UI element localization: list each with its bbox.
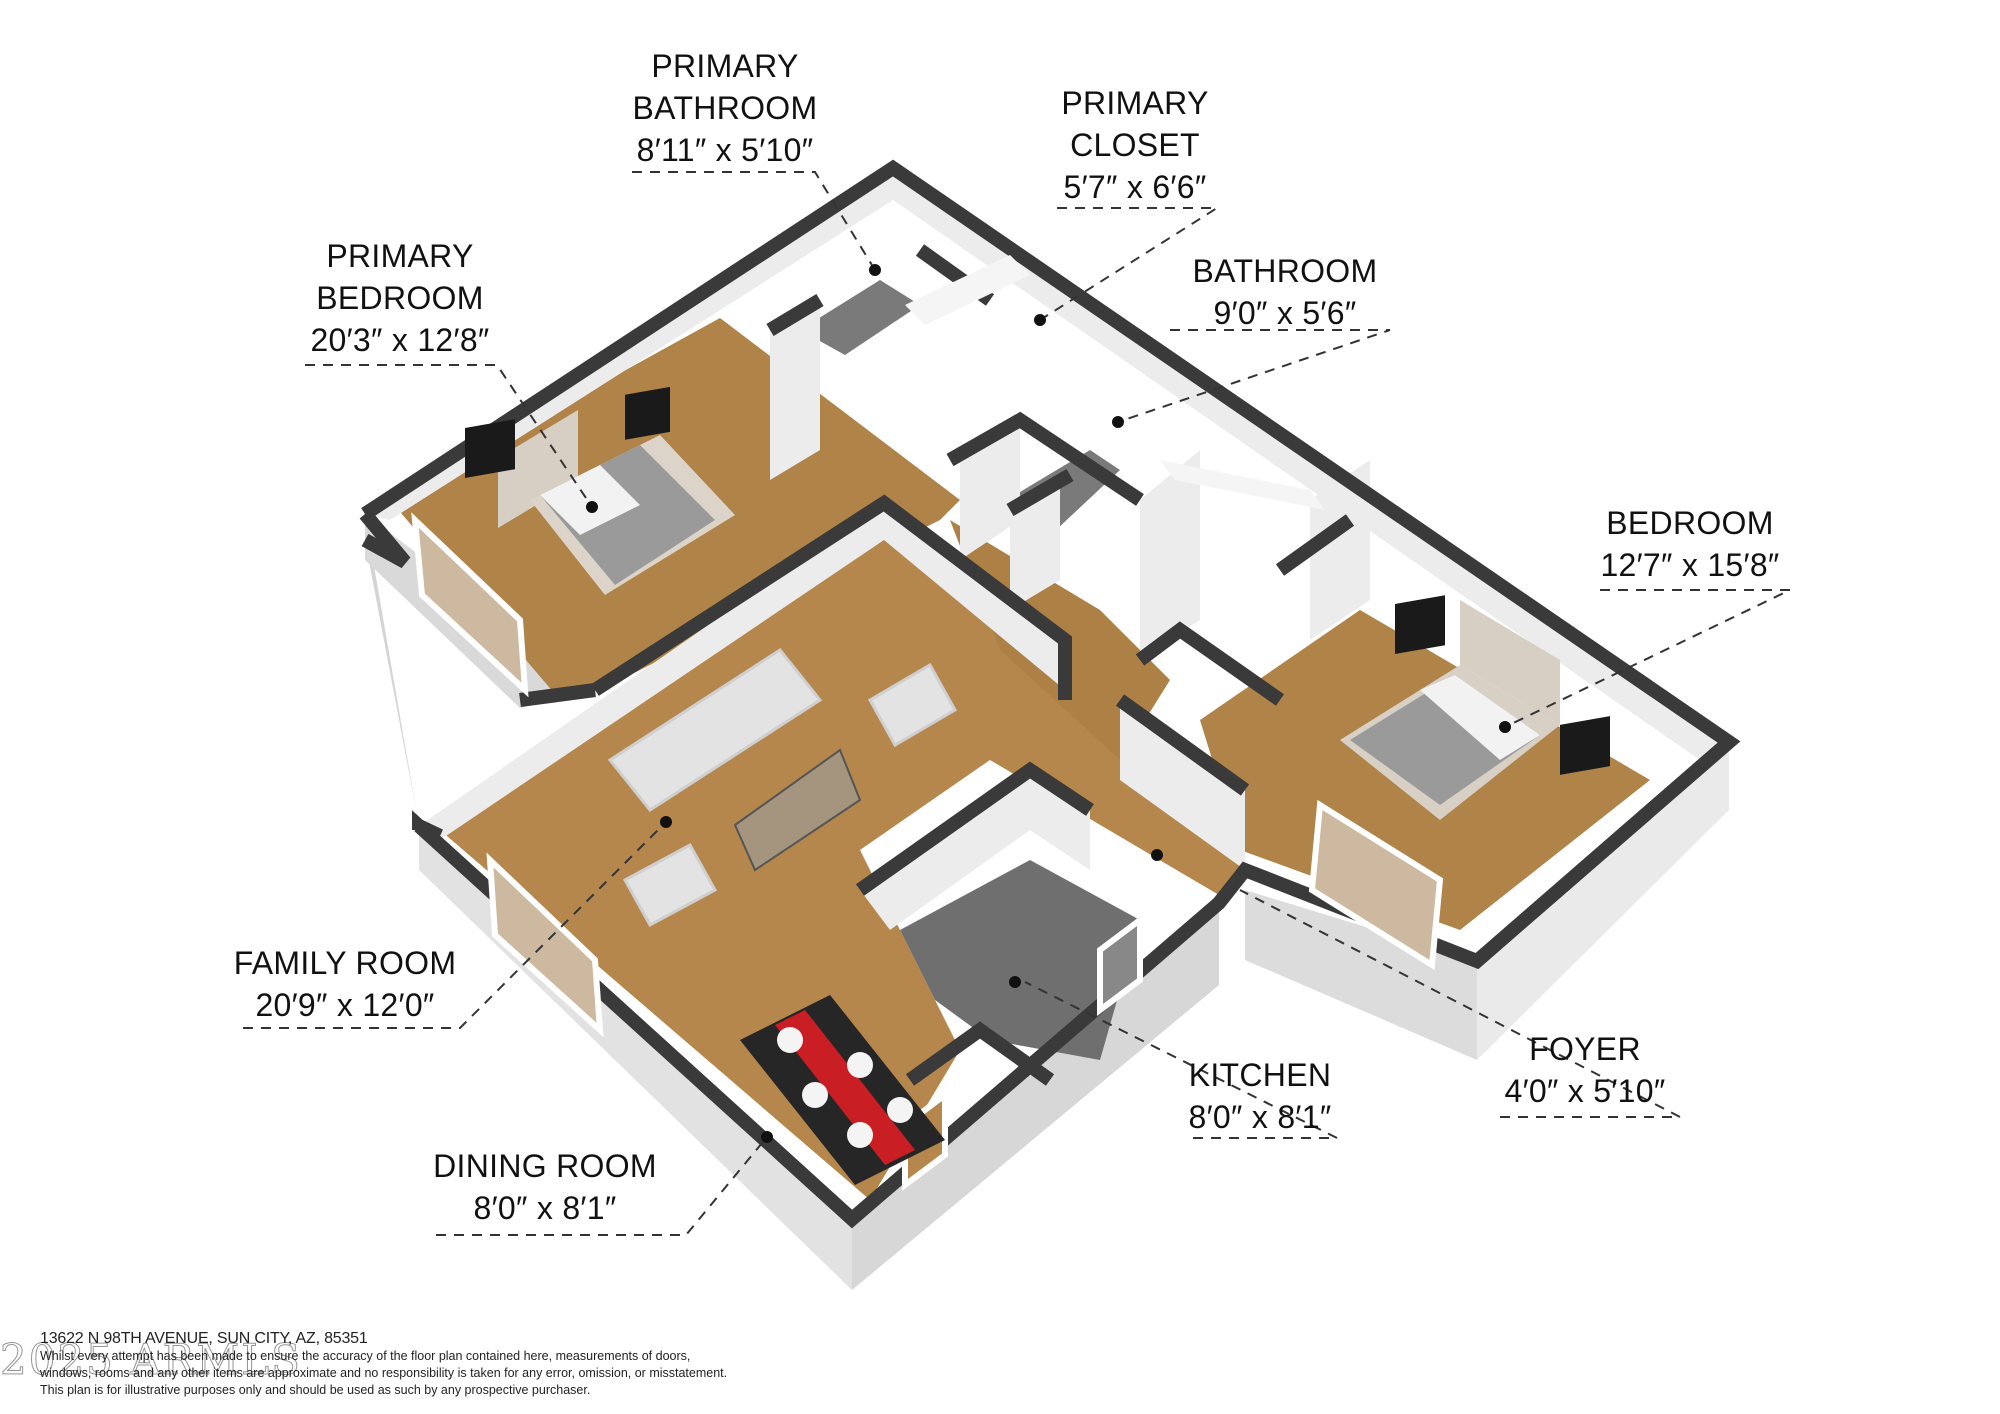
room-dimensions: 20′9″ x 12′0″ — [255, 987, 435, 1023]
label-kitchen: KITCHEN 8′0″ x 8′1″ — [1180, 1054, 1340, 1138]
label-bedroom: BEDROOM 12′7″ x 15′8″ — [1590, 502, 1790, 586]
disclaimer-line: Whilst every attempt has been made to en… — [40, 1349, 691, 1363]
sofa — [607, 648, 958, 928]
room-name: BATHROOM — [1192, 253, 1378, 289]
label-bathroom: BATHROOM 9′0″ x 5′6″ — [1180, 250, 1390, 334]
room-name: PRIMARY — [1061, 85, 1209, 121]
window-family-room — [486, 852, 604, 1038]
room-name: BEDROOM — [1606, 505, 1774, 541]
footer: 13622 N 98TH AVENUE, SUN CITY, AZ, 85351… — [40, 1330, 727, 1399]
window-kitchen — [1097, 914, 1143, 1016]
room-dimensions: 5′7″ x 6′6″ — [1063, 169, 1207, 205]
primary-bed — [465, 386, 735, 595]
room-markers — [586, 264, 1511, 1143]
label-primary-bathroom: PRIMARY BATHROOM 8′11″ x 5′10″ — [630, 45, 820, 171]
room-name: CLOSET — [1070, 127, 1200, 163]
floor-primary-bathroom — [800, 280, 920, 355]
room-name: BEDROOM — [316, 280, 484, 316]
floor-kitchen — [900, 860, 1140, 1060]
label-dining-room: DINING ROOM 8′0″ x 8′1″ — [425, 1145, 665, 1229]
label-primary-bedroom: PRIMARY BEDROOM 20′3″ x 12′8″ — [295, 235, 505, 361]
property-address: 13622 N 98TH AVENUE, SUN CITY, AZ, 85351 — [40, 1330, 368, 1347]
label-family-room: FAMILY ROOM 20′9″ x 12′0″ — [230, 942, 460, 1026]
room-name: PRIMARY — [651, 48, 799, 84]
dining-table — [740, 995, 945, 1185]
closets — [905, 255, 1325, 510]
room-dimensions: 12′7″ x 15′8″ — [1600, 547, 1780, 583]
room-name: PRIMARY — [326, 238, 474, 274]
disclaimer-line: windows, rooms and any other items are a… — [40, 1366, 728, 1380]
room-name: FOYER — [1529, 1031, 1641, 1067]
room-name: FAMILY ROOM — [233, 945, 457, 981]
label-primary-closet: PRIMARY CLOSET 5′7″ x 6′6″ — [1040, 82, 1230, 208]
room-dimensions: 20′3″ x 12′8″ — [310, 322, 490, 358]
room-name: KITCHEN — [1188, 1057, 1332, 1093]
room-dimensions: 8′0″ x 8′1″ — [473, 1190, 617, 1226]
room-dimensions: 8′11″ x 5′10″ — [636, 132, 814, 168]
window-primary-bedroom — [411, 512, 529, 698]
window-bedroom — [1308, 799, 1444, 971]
room-dimensions: 9′0″ x 5′6″ — [1213, 295, 1357, 331]
watermark: 2025 ARMLS — [0, 1335, 302, 1385]
leader-lines — [243, 171, 1791, 1236]
room-dimensions: 8′0″ x 8′1″ — [1188, 1099, 1332, 1135]
room-dimensions: 4′0″ x 5′10″ — [1504, 1073, 1666, 1109]
disclaimer-line: This plan is for illustrative purposes o… — [40, 1383, 591, 1397]
room-name: DINING ROOM — [433, 1148, 657, 1184]
bedroom-bed — [1340, 595, 1610, 820]
windows — [411, 512, 1444, 1191]
room-name: BATHROOM — [632, 90, 818, 126]
label-foyer: FOYER 4′0″ x 5′10″ — [1490, 1028, 1680, 1112]
